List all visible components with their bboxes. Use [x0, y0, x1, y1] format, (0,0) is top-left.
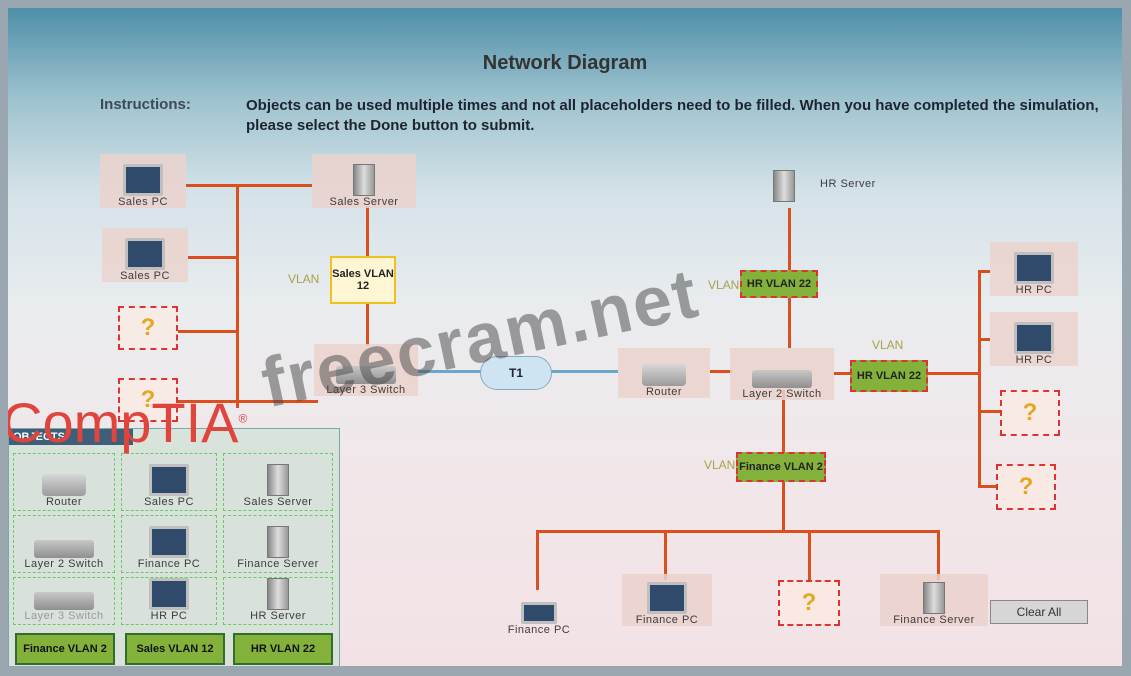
- object-hr-server[interactable]: HR Server: [223, 577, 333, 625]
- link-ph1-bus: [178, 330, 238, 333]
- object-finance-vlan[interactable]: Finance VLAN 2: [15, 633, 115, 665]
- objects-header: OBJECTS: [9, 429, 133, 445]
- link-bus-vertical-left: [236, 184, 239, 408]
- placeholder-left-1[interactable]: ?: [118, 306, 178, 350]
- link-ph2-bus: [178, 400, 238, 403]
- hr-vlan-word-top: VLAN: [708, 278, 740, 292]
- desktop-pc-icon: [149, 578, 189, 610]
- object-router[interactable]: Router: [13, 453, 115, 511]
- hr-pc-1: HR PC: [990, 242, 1078, 296]
- placeholder-finance[interactable]: ?: [778, 580, 840, 626]
- object-hr-pc[interactable]: HR PC: [121, 577, 217, 625]
- server-icon: [773, 170, 795, 202]
- desktop-pc-icon: [149, 464, 189, 496]
- server-icon: [267, 578, 289, 610]
- laptop-icon: [521, 602, 557, 624]
- router: Router: [618, 348, 710, 398]
- placeholder-hr-2[interactable]: ?: [996, 464, 1056, 510]
- hr-vlan-box-right[interactable]: HR VLAN 22: [850, 360, 928, 392]
- link-finance-bus: [536, 530, 940, 533]
- t1-label: T1: [508, 366, 523, 380]
- link-router-l2: [710, 370, 732, 373]
- clear-all-button[interactable]: Clear All: [990, 600, 1088, 624]
- link-fin-pc2: [664, 530, 667, 580]
- switch-icon: [752, 370, 812, 388]
- layer3-switch: Layer 3 Switch: [314, 344, 418, 396]
- switch-icon: [336, 366, 396, 384]
- desktop-pc-icon: [149, 526, 189, 558]
- object-sales-vlan[interactable]: Sales VLAN 12: [125, 633, 225, 665]
- link-hrpc1: [978, 270, 990, 273]
- finance-pc-1: Finance PC: [494, 584, 584, 636]
- desktop-pc-icon: [125, 238, 165, 270]
- desktop-pc-icon: [1014, 322, 1054, 354]
- object-hr-vlan[interactable]: HR VLAN 22: [233, 633, 333, 665]
- t1-cloud: T1: [480, 356, 552, 390]
- switch-icon: [34, 540, 94, 558]
- objects-panel: OBJECTS Router Sales PC Sales Server Lay…: [8, 428, 340, 666]
- page-title: Network Diagram: [482, 52, 648, 74]
- server-icon: [353, 164, 375, 196]
- link-hr-bus: [978, 270, 981, 488]
- object-layer2-switch[interactable]: Layer 2 Switch: [13, 515, 115, 573]
- sales-vlan-box: Sales VLAN 12: [330, 256, 396, 304]
- sales-pc-2: Sales PC: [102, 228, 188, 282]
- server-icon: [267, 464, 289, 496]
- server-icon: [267, 526, 289, 558]
- sales-server: Sales Server: [312, 154, 416, 208]
- link-hrpc2: [978, 338, 990, 341]
- server-icon: [923, 582, 945, 614]
- link-l3-bus: [238, 400, 318, 403]
- instructions-label: Instructions:: [100, 96, 191, 113]
- link-sales-pc2-bus: [188, 256, 238, 259]
- object-sales-server[interactable]: Sales Server: [223, 453, 333, 511]
- router-icon: [42, 474, 86, 496]
- simulation-screen: Network Diagram Instructions: Objects ca…: [8, 8, 1122, 666]
- finance-vlan-word: VLAN: [704, 458, 736, 472]
- hr-server-label: HR Server: [820, 178, 876, 190]
- link-fin-server: [937, 530, 940, 580]
- object-sales-pc[interactable]: Sales PC: [121, 453, 217, 511]
- instructions-text: Objects can be used multiple times and n…: [246, 97, 1099, 134]
- placeholder-hr-1[interactable]: ?: [1000, 390, 1060, 436]
- sales-pc-1: Sales PC: [100, 154, 186, 208]
- desktop-pc-icon: [1014, 252, 1054, 284]
- link-fin-pc1: [536, 530, 539, 590]
- link-hr-ph2: [978, 485, 996, 488]
- placeholder-left-2[interactable]: ?: [118, 378, 178, 422]
- hr-pc-2: HR PC: [990, 312, 1078, 366]
- link-fin-ph: [808, 530, 811, 580]
- comptia-logo: CompTIA®: [8, 391, 248, 454]
- finance-pc-2: Finance PC: [622, 574, 712, 626]
- desktop-pc-icon: [647, 582, 687, 614]
- layer2-switch: Layer 2 Switch: [730, 348, 834, 400]
- link-hr-ph1: [978, 410, 1000, 413]
- finance-server: Finance Server: [880, 574, 988, 626]
- switch-icon: [34, 592, 94, 610]
- hr-vlan-word-right: VLAN: [872, 338, 904, 352]
- hr-server: [764, 166, 804, 206]
- sales-vlan-word: VLAN: [288, 272, 320, 286]
- object-finance-pc[interactable]: Finance PC: [121, 515, 217, 573]
- object-finance-server[interactable]: Finance Server: [223, 515, 333, 573]
- desktop-pc-icon: [123, 164, 163, 196]
- link-sales-pc1-bus: [186, 184, 312, 187]
- router-icon: [642, 364, 686, 386]
- object-layer3-switch[interactable]: Layer 3 Switch: [13, 577, 115, 625]
- hr-vlan-box-top[interactable]: HR VLAN 22: [740, 270, 818, 298]
- finance-vlan-box[interactable]: Finance VLAN 2: [736, 452, 826, 482]
